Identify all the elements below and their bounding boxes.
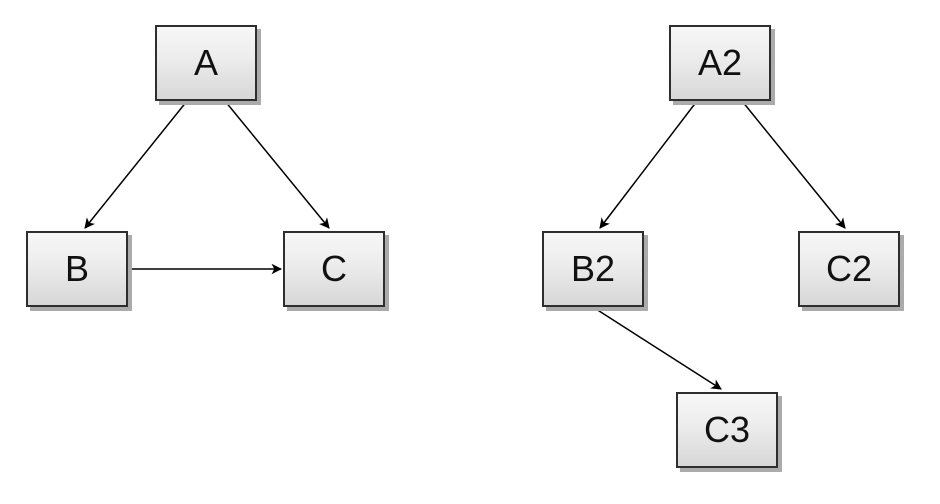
node-c2-label: C2 (825, 248, 873, 289)
node-c3-label: C3 (703, 409, 751, 450)
node-b[interactable]: B (26, 231, 128, 307)
node-c2[interactable]: C2 (798, 231, 900, 307)
edge-a2-to-c2 (741, 100, 846, 229)
node-c-label: C (321, 248, 347, 289)
node-a2-label: A2 (697, 42, 743, 83)
node-b2-label: B2 (570, 248, 616, 289)
edge-a-to-b (84, 100, 188, 229)
edge-a-to-c (224, 100, 330, 229)
node-c3[interactable]: C3 (676, 392, 778, 468)
node-a2[interactable]: A2 (669, 25, 771, 101)
node-c[interactable]: C (283, 231, 385, 307)
node-a[interactable]: A (155, 25, 257, 101)
edge-a2-to-b2 (599, 100, 698, 229)
node-b2[interactable]: B2 (542, 231, 644, 307)
node-b-label: B (64, 248, 89, 289)
edge-b2-to-c3 (595, 308, 722, 390)
node-a-label: A (193, 42, 218, 83)
